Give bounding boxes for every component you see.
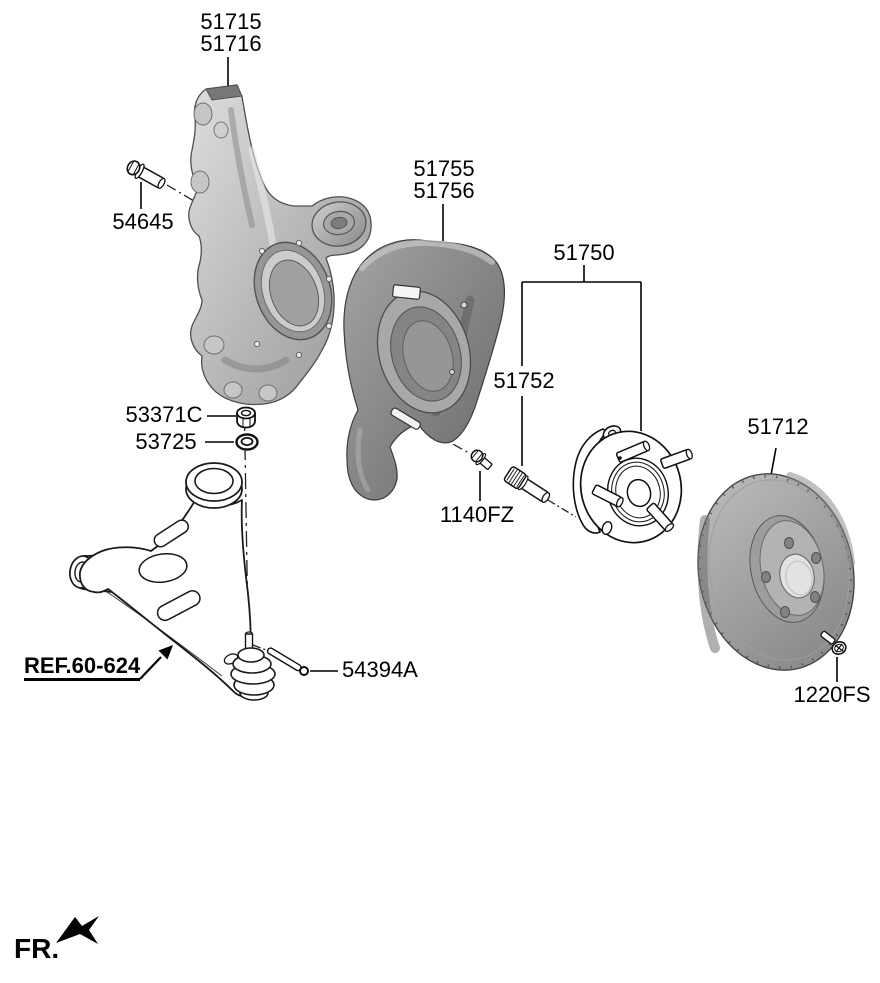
part-number: 51715 [200,9,262,34]
part-number: 51755 [413,156,475,181]
shield-bolt-art [470,449,493,470]
disc-screw-art [820,630,847,655]
part-label-54645: 54645 [112,209,174,234]
front-direction-label: FR. [14,933,60,964]
part-label-51755-51756: 51755 51756 [413,158,474,202]
fr-arrow-icon [56,916,99,944]
part-number: 51756 [413,178,475,203]
part-label-1140fz: 1140FZ [439,502,515,527]
steering-knuckle-art [188,84,372,406]
dust-shield-art [343,239,505,501]
cotter-pin-art [266,647,309,676]
lower-control-arm-art [69,462,276,701]
part-label-53725: 53725 [135,429,197,454]
part-label-1220fs: 1220FS [793,682,871,707]
ball-joint-nut-art [236,406,256,429]
hub-assembly-art [572,425,693,544]
brake-disc-art [697,472,855,671]
leader-lines [140,57,838,682]
part-number: 51716 [200,31,262,56]
part-label-54394a: 54394A [342,657,418,682]
wheel-stud-art [503,466,551,504]
part-label-ref-60-624: REF.60-624 [24,655,141,681]
part-label-53371c: 53371C [125,402,203,427]
part-label-51752: 51752 [493,368,555,393]
fr-direction-arrow [56,916,99,944]
hub-bracket-lines [521,265,642,466]
strut-bolt-art [126,160,166,189]
part-label-51750: 51750 [553,240,615,265]
part-label-51712: 51712 [747,414,809,439]
washer-art [235,433,259,451]
part-label-51715-51716: 51715 51716 [200,11,261,55]
ref-arrow [139,645,173,680]
